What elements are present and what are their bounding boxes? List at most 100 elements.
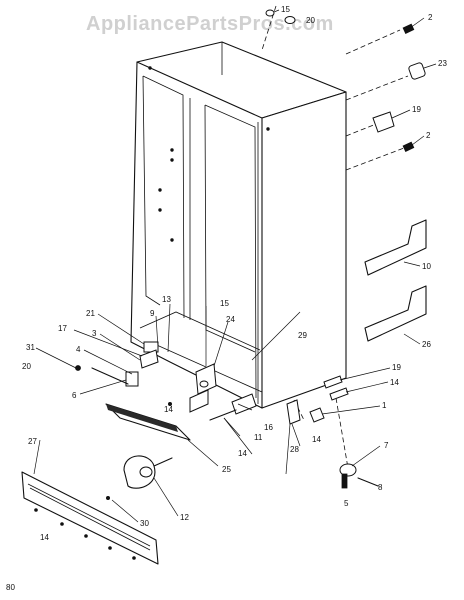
callout-12: 12 bbox=[180, 513, 189, 522]
kickplate-screw bbox=[34, 508, 38, 512]
leveler-part-1 bbox=[309, 407, 325, 423]
hole bbox=[158, 208, 162, 212]
divider-front bbox=[142, 75, 185, 319]
callout-14-left: 14 bbox=[164, 405, 173, 414]
base-rail-front bbox=[149, 341, 263, 393]
kickplate-screw bbox=[132, 556, 136, 560]
freezer-inner-wall bbox=[142, 75, 161, 306]
screw-part-8 bbox=[357, 477, 379, 487]
cabinet-side-panel bbox=[261, 91, 347, 409]
dash-line bbox=[345, 147, 405, 171]
callout-31: 31 bbox=[26, 343, 35, 352]
hinge-bushing bbox=[265, 9, 275, 17]
hinge-screw bbox=[284, 16, 296, 24]
callout-11: 11 bbox=[254, 433, 263, 442]
part-24 bbox=[189, 389, 209, 413]
callout-3: 3 bbox=[92, 329, 97, 338]
base-rail bbox=[139, 311, 261, 351]
bracket-part-19-bottom bbox=[323, 375, 343, 389]
screw-top-right bbox=[402, 23, 415, 34]
screw-30 bbox=[106, 495, 111, 500]
bracket-part-14 bbox=[329, 387, 349, 401]
side-trim-panel-10 bbox=[364, 219, 427, 276]
callout-26: 26 bbox=[422, 340, 431, 349]
hole bbox=[170, 148, 174, 152]
callout-14-center: 14 bbox=[238, 449, 247, 458]
screw-20 bbox=[75, 365, 81, 371]
lower-right-hardware bbox=[286, 375, 379, 489]
watermark: AppliancePartsPros.com bbox=[86, 13, 334, 35]
kickplate-groove bbox=[29, 487, 151, 551]
callout-20-left: 20 bbox=[22, 362, 31, 371]
callout-21: 21 bbox=[86, 309, 95, 318]
callout-17: 17 bbox=[58, 324, 67, 333]
hole bbox=[170, 158, 174, 162]
front-base-assembly bbox=[75, 341, 257, 500]
cam-arm bbox=[153, 457, 173, 467]
top-hinge-parts bbox=[265, 9, 426, 152]
callout-2-top: 2 bbox=[428, 13, 433, 22]
kickplate-panel bbox=[21, 471, 159, 565]
bracket-part-19-top bbox=[372, 111, 395, 133]
page-number: 80 bbox=[6, 583, 15, 592]
callout-19-top: 19 bbox=[412, 105, 421, 114]
hole bbox=[170, 238, 174, 242]
roller-axle-5 bbox=[341, 473, 348, 489]
dash-line bbox=[335, 397, 349, 469]
callout-1: 1 bbox=[382, 401, 387, 410]
damper-part-15 bbox=[195, 363, 217, 395]
callout-10: 10 bbox=[422, 262, 431, 271]
callout-29: 29 bbox=[298, 331, 307, 340]
callout-4: 4 bbox=[76, 345, 81, 354]
kickplate-screw bbox=[60, 522, 64, 526]
cam-hole bbox=[139, 466, 153, 478]
callout-14-lower-right: 14 bbox=[312, 435, 321, 444]
callout-labels: 2 15 20 23 19 2 10 26 19 14 1 14 7 8 5 2… bbox=[22, 5, 447, 542]
callout-5: 5 bbox=[344, 499, 349, 508]
kickplate-groove bbox=[27, 483, 151, 547]
hole bbox=[148, 66, 152, 70]
dash-line bbox=[345, 29, 401, 55]
fresh-food-inner-wall bbox=[204, 104, 257, 399]
callout-14-right: 14 bbox=[390, 378, 399, 387]
callout-6: 6 bbox=[72, 391, 77, 400]
callout-28: 28 bbox=[290, 445, 299, 454]
callout-30: 30 bbox=[140, 519, 149, 528]
hinge-pin-31 bbox=[91, 367, 129, 385]
callout-24: 24 bbox=[226, 315, 235, 324]
callout-13: 13 bbox=[162, 295, 171, 304]
screw-14 bbox=[167, 401, 172, 406]
callout-2-middle: 2 bbox=[426, 131, 431, 140]
kickplate-part-27 bbox=[21, 471, 159, 565]
hole bbox=[158, 188, 162, 192]
callout-16: 16 bbox=[264, 423, 273, 432]
callout-9: 9 bbox=[150, 309, 155, 318]
dash-line bbox=[345, 123, 377, 137]
part-3 bbox=[139, 349, 159, 369]
callout-15-center: 15 bbox=[220, 299, 229, 308]
screw-right-middle bbox=[402, 141, 415, 152]
side-trim-panels bbox=[364, 219, 427, 342]
callout-7: 7 bbox=[384, 441, 389, 450]
callout-23: 23 bbox=[438, 59, 447, 68]
callout-20-top: 20 bbox=[306, 16, 315, 25]
kickplate-screw bbox=[84, 534, 88, 538]
side-trim-panel-26 bbox=[364, 285, 427, 342]
callout-8: 8 bbox=[378, 483, 383, 492]
roller-part-7 bbox=[339, 463, 357, 477]
refrigerator-cabinet bbox=[130, 41, 347, 409]
hole bbox=[266, 127, 270, 131]
cover-plate-edge bbox=[106, 404, 178, 432]
bracket-part-28 bbox=[286, 399, 301, 425]
part-6 bbox=[125, 371, 139, 387]
callout-19-bottom: 19 bbox=[392, 363, 401, 372]
damper-knob bbox=[199, 380, 209, 388]
rod-part-11 bbox=[209, 409, 237, 421]
cap-part-23 bbox=[408, 62, 426, 80]
callout-25: 25 bbox=[222, 465, 231, 474]
bracket-part-16 bbox=[231, 393, 257, 415]
callout-14-kickplate: 14 bbox=[40, 533, 49, 542]
dash-line bbox=[345, 75, 409, 101]
